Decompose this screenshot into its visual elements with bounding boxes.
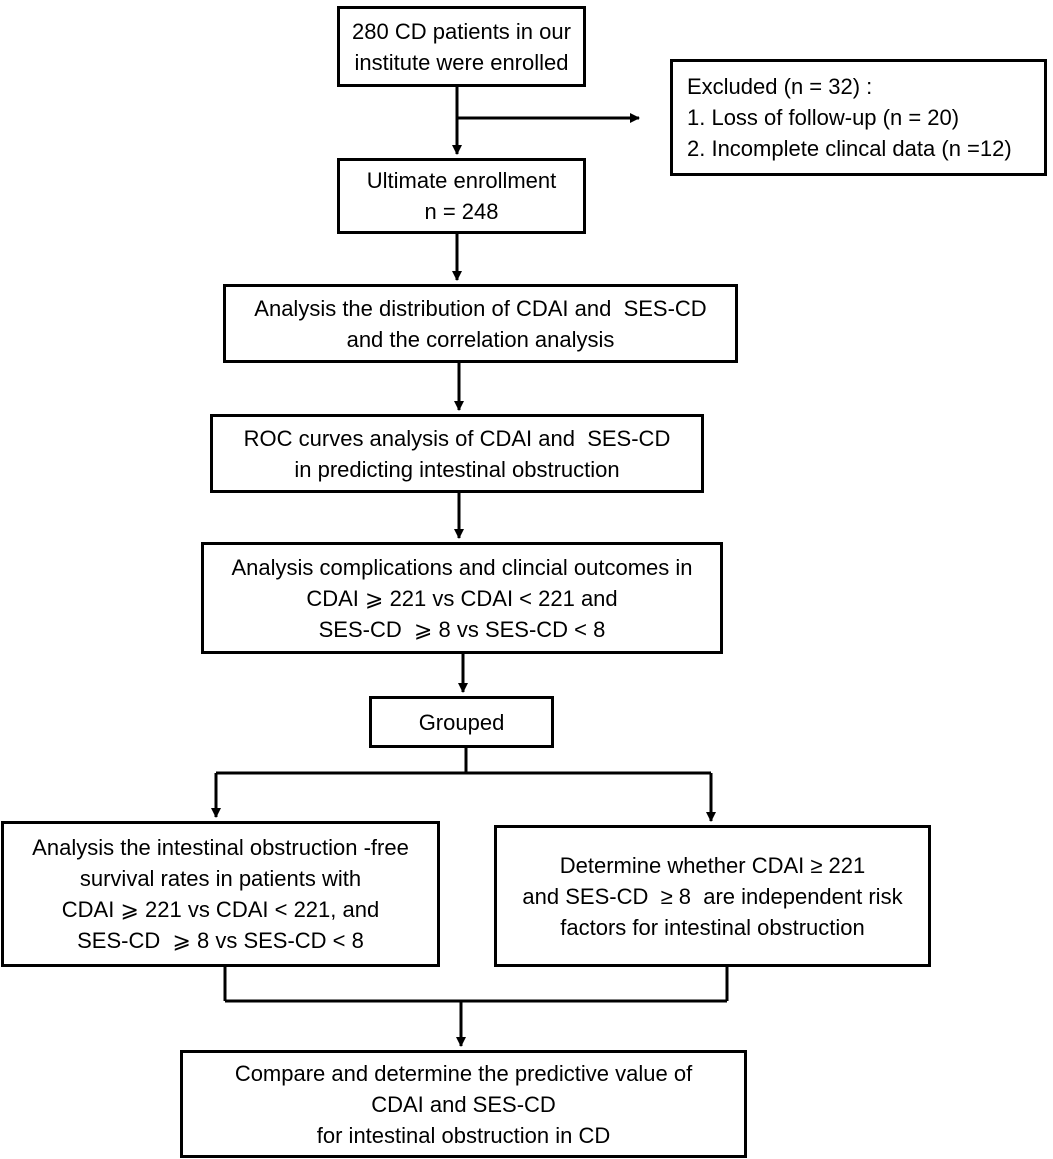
box-complications-analysis: Analysis complications and clincial outc… — [201, 542, 723, 654]
box-text-line: for intestinal obstruction in CD — [316, 1122, 611, 1148]
box-text-line: Determine whether CDAI ≥ 221 — [559, 852, 866, 878]
box-text-line: Analysis the intestinal obstruction -fre… — [32, 835, 409, 860]
box-text-line: SES-CD ⩾ 8 vs SES-CD < 8 — [77, 928, 364, 953]
box-text-line: CDAI ⩾ 221 vs CDAI < 221 and — [306, 585, 618, 611]
box-text-line: n = 248 — [424, 199, 499, 224]
box-text-line: institute were enrolled — [354, 49, 569, 75]
box-predictive-value: Compare and determine the predictive val… — [180, 1050, 747, 1158]
box-text-line: Excluded (n = 32) : — [687, 74, 873, 99]
box-text-line: in predicting intestinal obstruction — [294, 456, 620, 482]
box-risk-factors: Determine whether CDAI ≥ 221 and SES-CD ≥… — [494, 825, 931, 967]
box-text-line: and the correlation analysis — [346, 326, 615, 352]
box-text-line: 2. Incomplete clincal data (n =12) — [687, 136, 1012, 161]
box-text-line: ROC curves analysis of CDAI and SES-CD — [243, 425, 671, 451]
box-text-line: factors for intestinal obstruction — [560, 914, 865, 940]
box-text-line: and SES-CD ≥ 8 are independent risk — [522, 883, 903, 909]
box-text-line: SES-CD ⩾ 8 vs SES-CD < 8 — [318, 616, 606, 642]
box-text-line: Analysis complications and clincial outc… — [231, 554, 693, 580]
box-excluded: Excluded (n = 32) : 1. Loss of follow-up … — [670, 59, 1047, 176]
box-enrolled: 280 CD patients in our institute were enr… — [337, 6, 586, 87]
box-ultimate-enrollment: Ultimate enrollment n = 248 — [337, 158, 586, 234]
box-text-line: Analysis the distribution of CDAI and SE… — [254, 295, 707, 321]
box-text-line: Ultimate enrollment — [366, 168, 557, 193]
box-text-line: Grouped — [418, 709, 505, 735]
box-text-line: 280 CD patients in our — [352, 18, 571, 44]
box-text-line: CDAI ⩾ 221 vs CDAI < 221, and — [61, 897, 380, 922]
box-survival-analysis: Analysis the intestinal obstruction -fre… — [1, 821, 440, 967]
box-text-line: Compare and determine the predictive val… — [234, 1060, 693, 1086]
box-grouped: Grouped — [369, 696, 554, 748]
box-text-line: CDAI and SES-CD — [371, 1091, 556, 1117]
box-text-line: 1. Loss of follow-up (n = 20) — [687, 105, 960, 130]
box-text-line: survival rates in patients with — [79, 866, 362, 891]
box-distribution-analysis: Analysis the distribution of CDAI and SE… — [223, 284, 738, 363]
box-roc-analysis: ROC curves analysis of CDAI and SES-CD in… — [210, 414, 704, 493]
